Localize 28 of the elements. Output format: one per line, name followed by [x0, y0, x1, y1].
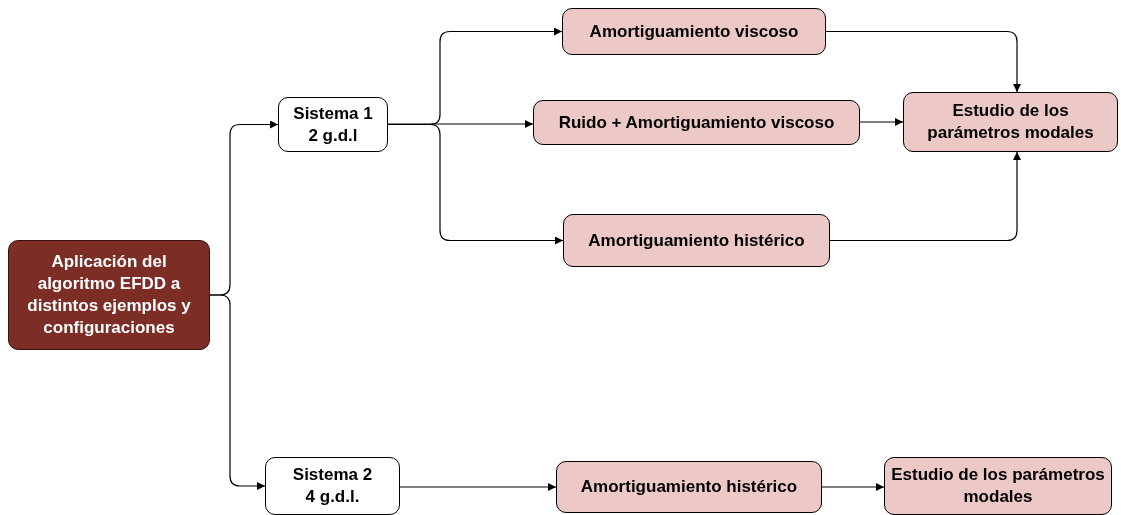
- node-text: Sistema 2: [291, 464, 374, 486]
- node-text: Ruido + Amortiguamiento viscoso: [557, 111, 836, 134]
- arrow: [859, 118, 904, 126]
- process-box: [562, 8, 826, 55]
- arrow: [399, 483, 557, 491]
- arrow: [825, 30, 1021, 93]
- process-box: [533, 100, 860, 145]
- node-text: Amortiguamiento histérico: [579, 476, 799, 498]
- result-box: [903, 92, 1118, 152]
- process-box: [8, 240, 210, 350]
- arrow: [387, 123, 564, 245]
- arrow: [209, 294, 266, 490]
- node-text: 2 g.d.l: [307, 124, 359, 147]
- arrow: [387, 120, 534, 128]
- node-text: Aplicación del algoritmo EFDD a distintos ejemplos y configuraciones: [26, 251, 192, 339]
- arrow: [821, 483, 885, 491]
- system-box: [265, 457, 400, 515]
- process-box: [556, 461, 822, 513]
- node-text: Sistema 1: [292, 102, 374, 125]
- process-box: [563, 214, 830, 267]
- node-text: Amortiguamiento histérico: [587, 229, 806, 252]
- result-box: [884, 457, 1112, 515]
- node-text: Amortiguamiento viscoso: [588, 20, 800, 43]
- node-text: Estudio de los parámetros modales: [890, 464, 1106, 508]
- node-text: 4 g.d.l.: [304, 486, 361, 508]
- system-box: [278, 97, 388, 152]
- node-text: Estudio de los parámetros modales: [926, 100, 1095, 144]
- arrow: [829, 151, 1021, 242]
